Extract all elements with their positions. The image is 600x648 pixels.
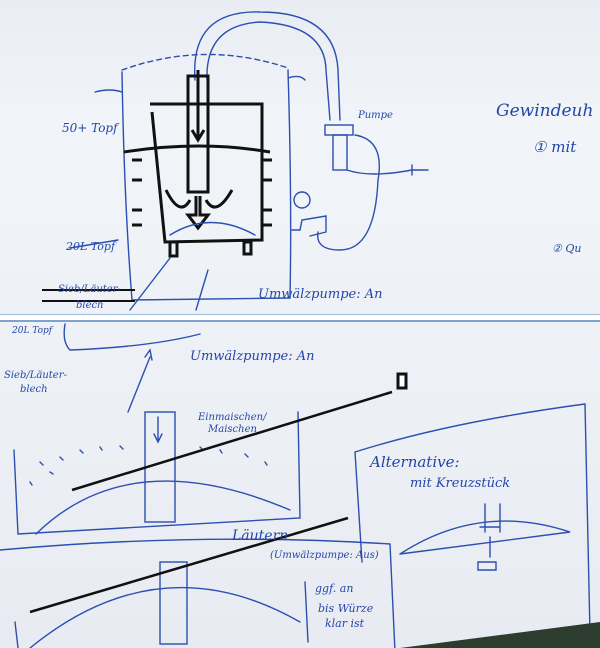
alternative-dome xyxy=(399,520,571,555)
redaction-line xyxy=(29,516,349,614)
label-note-3: klar ist xyxy=(325,617,365,630)
label-mashing-2: Maischen xyxy=(207,424,257,435)
label-pump-status: Umwälzpumpe: An xyxy=(190,349,314,364)
brewing-setup-sketch: 50+ Topf 20L Topf Sieb/Läuter- blech Pum… xyxy=(42,11,593,311)
hose-outer xyxy=(193,11,341,121)
tap-valve-icon xyxy=(291,215,327,237)
mashing-box xyxy=(13,411,301,535)
label-big-pot: 50+ Topf xyxy=(62,121,120,135)
background-table xyxy=(400,622,600,648)
pump-body xyxy=(332,134,348,171)
pump-bracket xyxy=(324,124,354,136)
down-arrow-icon xyxy=(190,70,206,143)
label-sieve: Sieb/Läuter- xyxy=(58,284,121,295)
inner-pot xyxy=(150,102,264,244)
pot-foot-right xyxy=(242,240,253,256)
label-note-1: ggf. an xyxy=(315,582,353,595)
power-plug-icon xyxy=(346,164,429,176)
cross-fitting-icon xyxy=(477,503,501,571)
label-sieve-2: blech xyxy=(76,300,104,311)
label-pump: Pumpe xyxy=(357,110,393,121)
pointer-arrow xyxy=(127,348,153,413)
liquid-level xyxy=(123,144,271,154)
big-pot-outline xyxy=(121,69,292,301)
alternative-box xyxy=(354,403,591,635)
label-alternative-2: mit Kreuzstück xyxy=(410,476,510,491)
big-pot-lid xyxy=(121,53,289,71)
label-pump-off: (Umwälzpumpe: Aus) xyxy=(270,550,379,561)
side-flow-arrows xyxy=(132,158,272,227)
label-sieve: Sieb/Läuter- xyxy=(4,370,67,381)
bottom-sketch-panel: 20L Topf Sieb/Läuter- blech Umwälzpumpe:… xyxy=(0,322,600,648)
label-mashing: Einmaischen/ xyxy=(197,412,268,423)
lautering-center-pipe xyxy=(159,561,188,645)
hose-inner xyxy=(206,21,331,121)
grain-particles xyxy=(29,445,268,486)
redaction-box xyxy=(396,372,408,390)
label-option-2: ② Qu xyxy=(552,242,581,255)
lautering-dome xyxy=(14,586,301,648)
curved-flow-arrows xyxy=(164,189,234,209)
top-sketch-panel: 50+ Topf 20L Topf Sieb/Läuter- blech Pum… xyxy=(0,0,600,314)
pot-foot-left xyxy=(168,240,179,258)
mashing-dome xyxy=(35,480,291,535)
label-side-heading: Gewindeuh xyxy=(496,101,593,121)
label-option-1: ① mit xyxy=(533,138,577,156)
flow-arrow-icon xyxy=(184,196,212,231)
sieve-dome xyxy=(169,221,256,236)
label-lautering: Läutern xyxy=(231,528,288,544)
pump-return-hose xyxy=(316,134,380,251)
previous-pot-bottom xyxy=(63,323,201,351)
pointer-lines xyxy=(69,239,209,311)
note-divider xyxy=(304,581,309,643)
label-note-2: bis Würze xyxy=(318,602,374,615)
label-sieve-2: blech xyxy=(20,384,48,395)
label-pump-status: Umwälzpumpe: An xyxy=(258,287,382,302)
thermometer-icon xyxy=(293,191,311,209)
lautering-box xyxy=(0,538,396,648)
panel-divider xyxy=(0,314,600,322)
label-small-pot: 20L Topf xyxy=(65,240,117,253)
mashing-lautering-sketch: 20L Topf Sieb/Läuter- blech Umwälzpumpe:… xyxy=(0,323,600,648)
down-arrow-icon xyxy=(153,416,163,444)
pot-handles xyxy=(94,75,306,93)
label-small-pot: 20L Topf xyxy=(11,326,54,336)
label-alternative: Alternative: xyxy=(368,453,460,471)
redaction-line xyxy=(71,390,393,492)
